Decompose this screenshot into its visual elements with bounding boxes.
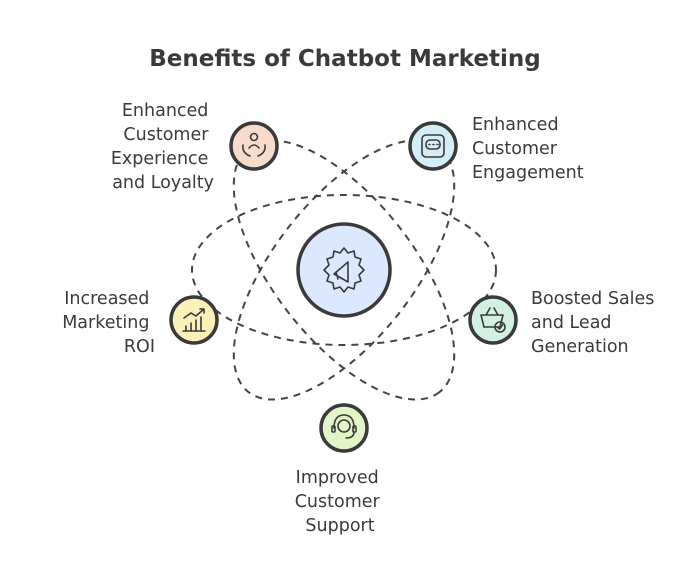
label-line: Marketing [62, 313, 149, 333]
growth-chart-icon [182, 308, 206, 332]
label-line: Experience [111, 149, 209, 169]
label-line: Customer [123, 125, 209, 145]
customer-hands-icon [242, 132, 266, 157]
label-line: Customer [472, 139, 558, 159]
label-line: Enhanced [472, 115, 559, 135]
label-line: Enhanced [122, 101, 209, 121]
label-line: and Loyalty [112, 173, 214, 193]
chat-bubble-icon [421, 134, 445, 158]
label-line: Improved [296, 468, 379, 488]
benefit-label: Enhanced Customer Experience and Loyalty [111, 101, 214, 193]
benefit-node-engagement: Enhanced Customer Engagement [408, 115, 584, 183]
benefit-node-customer-support: Improved Customer Support [295, 403, 386, 536]
label-line: and Lead [531, 313, 612, 333]
benefit-label: Enhanced Customer Engagement [472, 115, 584, 183]
benefit-node-experience-loyalty: Enhanced Customer Experience and Loyalty [111, 101, 279, 193]
center-circle [296, 222, 392, 318]
megaphone-gear-icon [323, 247, 365, 293]
benefit-label: Increased Marketing ROI [62, 289, 155, 357]
benefit-node-sales-leads: Boosted Sales and Lead Generation [468, 289, 660, 357]
headset-icon [331, 414, 357, 439]
label-line: Increased [64, 289, 149, 309]
benefit-label: Improved Customer Support [295, 468, 386, 536]
benefit-node-marketing-roi: Increased Marketing ROI [62, 289, 219, 357]
label-line: ROI [124, 337, 155, 357]
benefit-circle [169, 295, 219, 345]
orbit-horizontal [191, 194, 497, 346]
label-line: Support [305, 516, 374, 536]
label-line: Generation [531, 337, 629, 357]
benefit-circle [468, 295, 518, 345]
benefit-circle [408, 121, 458, 171]
label-line: Boosted Sales [531, 289, 654, 309]
center-node [296, 222, 392, 318]
label-line: Customer [295, 492, 381, 512]
diagram-title: Benefits of Chatbot Marketing [149, 46, 540, 72]
benefit-label: Boosted Sales and Lead Generation [531, 289, 660, 357]
benefit-circle [319, 403, 369, 453]
shopping-basket-check-icon [480, 307, 506, 333]
label-line: Engagement [472, 163, 584, 183]
benefit-circle [229, 121, 279, 171]
